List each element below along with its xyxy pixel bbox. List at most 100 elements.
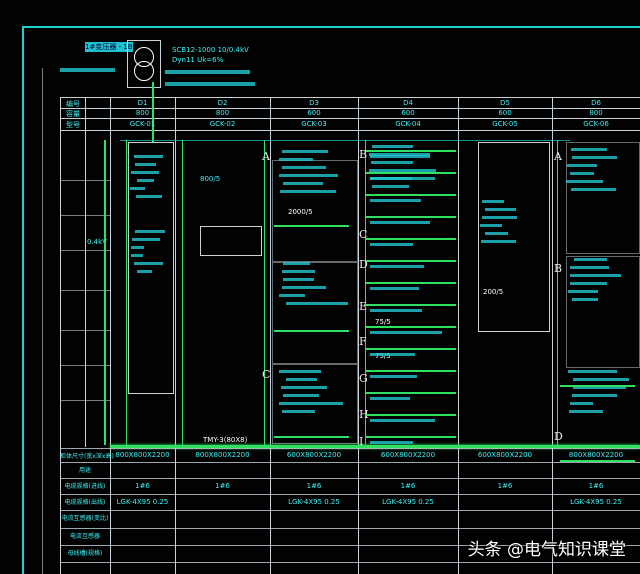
annotation-text-block: [370, 155, 430, 158]
section-box: [272, 160, 358, 262]
ct-label: 200/5: [483, 288, 504, 296]
voltage-label: 0.4kV: [87, 238, 107, 246]
annotation-text-block: [370, 265, 425, 268]
panel-capacity: 800: [589, 109, 603, 117]
annotation-text-block: [370, 177, 413, 180]
transformer-label: 1#变压器 - 1B: [85, 42, 133, 52]
feeder-branch-line: [366, 414, 456, 416]
grid-line: [60, 400, 110, 401]
section-letter: I: [359, 435, 364, 448]
feeder-line: [126, 140, 127, 445]
grid-line: [60, 545, 640, 546]
panel-model: GCK-02: [209, 120, 236, 128]
grid-line: [270, 97, 271, 574]
annotation-text-block: [484, 232, 509, 235]
control-bus: [120, 140, 570, 141]
section-letter: A: [262, 150, 270, 163]
table-cell-cable-out: LGK-4X95 0.25: [382, 498, 434, 506]
annotation-text-block: [131, 238, 161, 241]
grid-line: [358, 97, 359, 574]
annotation-text-block: [283, 262, 311, 265]
section-letter: E: [359, 300, 368, 313]
annotation-text-block: [482, 216, 518, 219]
ct-label: 75/5: [375, 318, 391, 326]
panel-capacity: 600: [498, 109, 512, 117]
section-letter: A: [554, 150, 562, 163]
table-cell-cable-out: LGK-4X95 0.25: [570, 498, 622, 506]
grid-line: [60, 118, 640, 119]
incoming-feeder-line: [104, 140, 106, 445]
feeder-branch-line: [366, 150, 456, 152]
annotation-text-block: [370, 441, 414, 444]
annotation-text-block: [569, 172, 595, 175]
annotation-text-block: [278, 158, 313, 161]
table-row-label: 电缆规格(进线): [64, 483, 106, 490]
table-cell-dims: 600X800X2200: [286, 451, 342, 459]
annotation-text-block: [130, 187, 146, 190]
grid-line: [60, 97, 61, 574]
section-letter: B: [554, 262, 563, 275]
annotation-text-block: [573, 258, 607, 261]
grid-line: [458, 97, 459, 574]
table-cell-cable-in: 1#6: [497, 482, 513, 490]
table-cell-dims: 800X800X2200: [115, 451, 170, 459]
annotation-text-block: [572, 378, 630, 381]
annotation-text-block: [133, 155, 164, 158]
table-cell-dims: 800X800X2200: [568, 451, 624, 459]
panel-model: GCK-05: [492, 120, 518, 128]
grid-line: [60, 130, 640, 131]
header-row-label: 编号: [66, 100, 80, 108]
annotation-text-block: [131, 171, 159, 174]
feeder-line: [264, 140, 265, 445]
annotation-text-block: [130, 254, 144, 257]
grid-line: [60, 330, 110, 331]
annotation-text-block: [285, 302, 349, 305]
panel-capacity: 800: [135, 109, 150, 117]
grid-line: [60, 448, 640, 449]
annotation-text-block: [370, 419, 435, 422]
grid-line: [85, 97, 86, 447]
annotation-text-block: [136, 270, 152, 273]
table-cell-cable-in: 1#6: [400, 482, 416, 490]
panel-id: D4: [403, 99, 413, 107]
transformer-symbol: [127, 40, 161, 88]
section-letter: H: [359, 408, 369, 421]
annotation-text-block: [485, 208, 516, 211]
feeder-branch-line: [274, 225, 349, 227]
panel-id: D3: [309, 99, 319, 107]
feeder-branch-line: [274, 436, 349, 438]
feeder-line: [365, 140, 366, 445]
feeder-branch-line: [366, 216, 456, 218]
annotation-text-block: [370, 309, 422, 312]
grid-line: [110, 97, 111, 574]
annotation-text-block: [568, 290, 599, 293]
section-letter: D: [359, 258, 368, 271]
annotation-block: [165, 70, 250, 74]
feeder-branch-line: [366, 172, 456, 174]
annotation-text-block: [282, 182, 324, 185]
annotation-text-block: [281, 150, 329, 153]
frame-top: [22, 26, 640, 28]
section-letter: F: [359, 335, 367, 348]
grid-line: [60, 290, 110, 291]
transformer-note: Dyn11 Uk=6%: [172, 56, 224, 64]
annotation-text-block: [370, 221, 430, 224]
inner-border: [42, 68, 43, 574]
section-letter: D: [554, 430, 563, 443]
header-row-label: 容量: [66, 110, 80, 118]
table-row-label: 电缆规格(出线): [64, 499, 106, 506]
feeder-branch-line: [366, 370, 456, 372]
table-cell-dims: 600X800X2200: [380, 451, 436, 459]
feeder-branch-line: [366, 282, 456, 284]
table-row-label: 柜体尺寸(宽x深x高): [60, 453, 114, 460]
grid-line: [175, 97, 176, 574]
annotation-text-block: [370, 199, 422, 202]
annotation-text-block: [573, 386, 626, 389]
grid-line: [60, 97, 640, 98]
table-cell-cable-in: 1#6: [588, 482, 604, 490]
annotation-text-block: [370, 287, 420, 290]
table-row-label: 母线槽(规格): [67, 550, 103, 557]
annotation-text-block: [572, 156, 618, 159]
table-row-label: 用途: [78, 467, 91, 474]
